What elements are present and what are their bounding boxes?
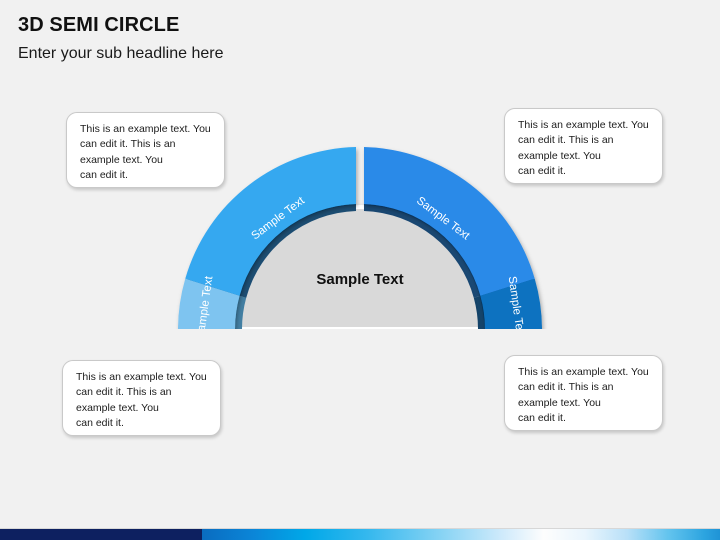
segment-top-faces bbox=[178, 147, 542, 329]
segment-inner-walls bbox=[235, 204, 485, 329]
segment-2-inner-wall bbox=[239, 204, 356, 298]
segment-3-inner-wall bbox=[364, 204, 481, 298]
slide-header: 3D SEMI CIRCLE Enter your sub headline h… bbox=[18, 14, 223, 63]
segment-1-inner-wall bbox=[235, 295, 247, 329]
segment-4-face[interactable] bbox=[480, 278, 542, 329]
footer-gradient-block bbox=[201, 529, 720, 540]
segment-1-face[interactable] bbox=[178, 278, 240, 329]
callout-text: This is an example text. You can edit it… bbox=[80, 123, 211, 182]
callout-text: This is an example text. You can edit it… bbox=[518, 119, 649, 178]
callout-top-right[interactable]: This is an example text. You can edit it… bbox=[504, 108, 663, 184]
semi-circle-diagram: Sample Text Sample Text Sample Text Samp… bbox=[160, 140, 560, 340]
callout-top-left[interactable]: This is an example text. You can edit it… bbox=[66, 112, 225, 188]
segment-4-inner-wall bbox=[473, 295, 485, 329]
callout-bottom-right[interactable]: This is an example text. You can edit it… bbox=[504, 355, 663, 431]
page-subtitle: Enter your sub headline here bbox=[18, 45, 224, 62]
footer-bar bbox=[0, 529, 720, 540]
segment-3-face[interactable] bbox=[364, 147, 535, 296]
footer-hairline bbox=[0, 528, 720, 529]
segment-2-face[interactable] bbox=[185, 147, 356, 296]
center-label: Sample Text bbox=[316, 271, 403, 288]
page-title: 3D SEMI CIRCLE bbox=[18, 14, 180, 36]
footer-left-block bbox=[0, 529, 202, 540]
callout-bottom-left[interactable]: This is an example text. You can edit it… bbox=[62, 360, 221, 436]
callout-text: This is an example text. You can edit it… bbox=[518, 366, 649, 425]
callout-text: This is an example text. You can edit it… bbox=[76, 371, 207, 430]
